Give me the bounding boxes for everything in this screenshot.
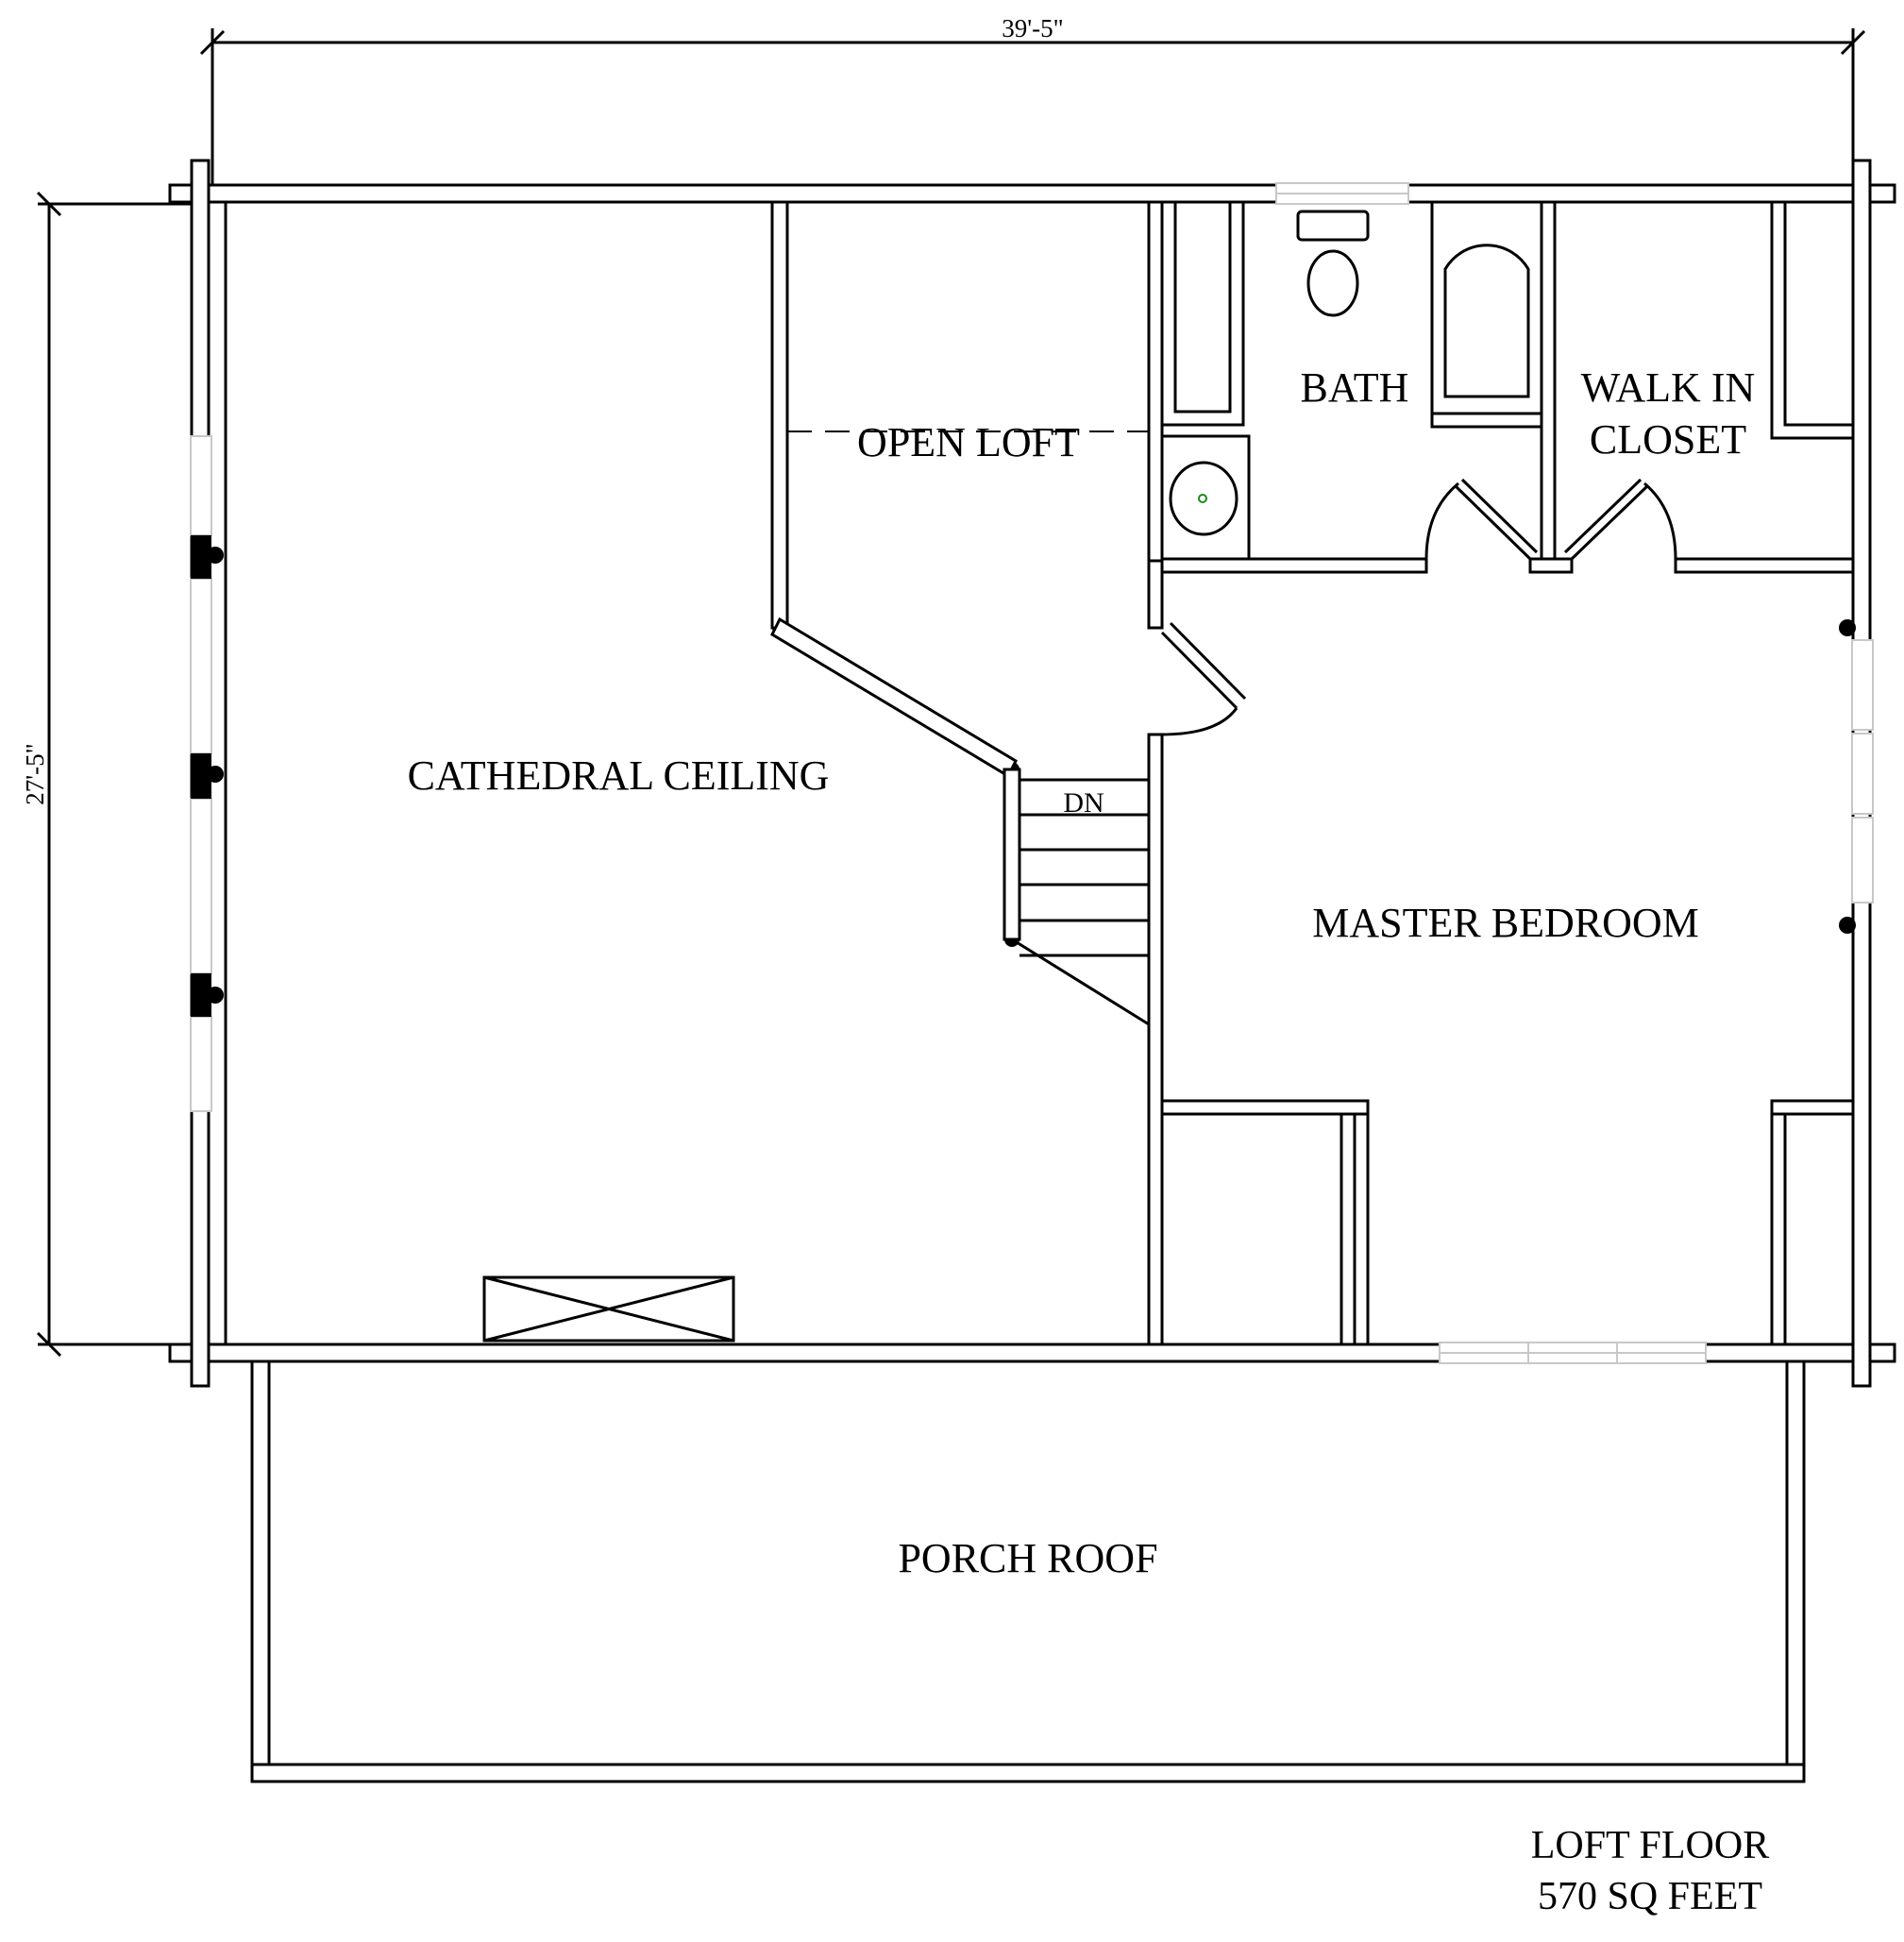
bath-fixtures: [1169, 200, 1543, 536]
plan-area: 570 SQ FEET: [1538, 1875, 1762, 1918]
room-label-open-loft: OPEN LOFT: [857, 419, 1080, 465]
room-label-cathedral-ceiling: CATHEDRAL CEILING: [408, 752, 830, 799]
floor-opening-box: [482, 1275, 735, 1343]
porch-roof-outline: [250, 1359, 1806, 1783]
room-label-closet: CLOSET: [1590, 416, 1746, 463]
plan-title: LOFT FLOOR: [1531, 1824, 1769, 1867]
dimension-lines: [36, 28, 1866, 1358]
dimension-height-label: 27'-5": [21, 743, 49, 804]
dimension-width-label: 39'-5": [1002, 14, 1063, 42]
stair-down-label: DN: [1063, 787, 1104, 819]
loft-railing: [770, 200, 1150, 941]
room-label-walk-in: WALK IN: [1581, 364, 1756, 411]
stairs: [1011, 778, 1150, 1026]
doors: [1160, 478, 1677, 736]
room-label-porch-roof: PORCH ROOF: [898, 1535, 1157, 1581]
room-label-bath: BATH: [1301, 364, 1409, 411]
room-label-master-bedroom: MASTER BEDROOM: [1312, 900, 1699, 946]
